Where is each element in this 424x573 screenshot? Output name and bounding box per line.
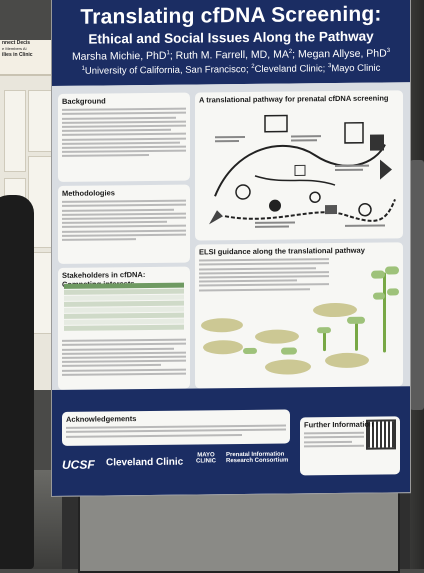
poster-affiliations: 1University of California, San Francisco…	[52, 62, 410, 77]
background-text	[58, 107, 190, 158]
acknowledgements-text	[62, 424, 290, 438]
poster-stand-panel	[78, 490, 400, 573]
acknowledgements-section: Acknowledgements	[62, 409, 290, 446]
methodologies-text	[58, 199, 190, 241]
acknowledgements-heading: Acknowledgements	[66, 414, 137, 424]
stakeholder-table	[64, 282, 184, 334]
poster-subtitle: Ethical and Social Issues Along the Path…	[88, 28, 374, 47]
affil-2: Cleveland Clinic;	[254, 63, 328, 76]
stakeholders-text	[58, 337, 190, 378]
poster-title: Translating cfDNA Screening:	[80, 2, 382, 29]
qr-code	[366, 419, 396, 450]
side-object	[410, 160, 424, 410]
pathway-diagram	[209, 114, 396, 228]
neighbor-title-line-3: ilies in Clinic	[2, 52, 33, 58]
poster-header: Translating cfDNA Screening: Ethical and…	[52, 0, 410, 87]
neighbor-poster-title: nnect Decis e Members Ai ilies in Clinic	[0, 40, 54, 76]
methodologies-heading: Methodologies	[62, 188, 115, 198]
author-3-mark: 3	[386, 47, 391, 54]
elsi-heading: ELSI guidance along the translational pa…	[199, 245, 365, 257]
ucsf-logo: UCSF	[62, 457, 95, 472]
background-section: Background	[58, 92, 190, 182]
neighbor-title-line-1: nnect Decis	[2, 40, 31, 46]
background-heading: Background	[62, 96, 106, 106]
research-poster: Translating cfDNA Screening: Ethical and…	[52, 0, 410, 497]
stakeholders-section: Stakeholders in cfDNA: Competing interes…	[58, 266, 190, 390]
consortium-logo: Prenatal Information Research Consortium	[226, 451, 289, 465]
poster-body: Background Methodologies Stakeholders in…	[52, 82, 410, 391]
further-information-section: Further Information	[300, 416, 400, 476]
elsi-guidance-section: ELSI guidance along the translational pa…	[195, 242, 403, 389]
cleveland-clinic-logo: Cleveland Clinic	[106, 456, 184, 469]
elsi-text	[195, 258, 333, 291]
affil-1: University of California, San Francisco;	[84, 64, 252, 77]
elsi-illustration	[195, 266, 403, 375]
poster-authors: Marsha Michie, PhD1; Ruth M. Farrell, MD…	[52, 47, 410, 63]
sponsor-logos: UCSF Cleveland Clinic MAYO CLINIC Prenat…	[62, 450, 290, 480]
neighbor-title-line-2: e Members Ai	[2, 46, 27, 51]
pathway-diagram-section: A translational pathway for prenatal cfD…	[195, 90, 403, 241]
author-2: ; Ruth M. Farrell, MD, MA	[169, 48, 289, 62]
author-1: Marsha Michie, PhD	[71, 49, 167, 63]
person-silhouette	[0, 195, 34, 569]
methodologies-section: Methodologies	[58, 184, 190, 264]
mayo-clinic-logo: MAYO CLINIC	[196, 452, 216, 465]
author-3: ; Megan Allyse, PhD	[292, 47, 387, 61]
further-text	[300, 431, 368, 448]
affil-3: Mayo Clinic	[331, 62, 381, 75]
pathway-heading: A translational pathway for prenatal cfD…	[199, 93, 389, 105]
